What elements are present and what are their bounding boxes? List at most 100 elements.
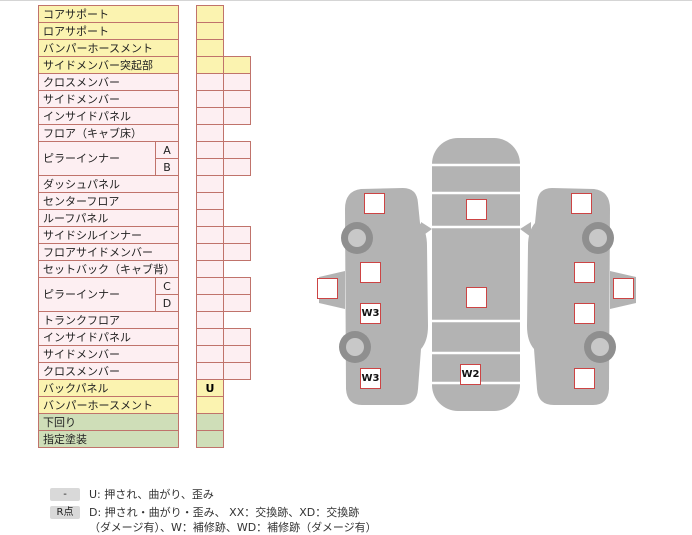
- check-cell[interactable]: [223, 107, 251, 125]
- check-cell[interactable]: [196, 311, 224, 329]
- check-square-left-rear-door[interactable]: W3: [360, 303, 381, 324]
- table-gap: [179, 40, 197, 57]
- part-row: B: [39, 158, 251, 176]
- legend: - U: 押され、曲がり、歪み R点 D: 押され・曲がり・歪み、 XX：交換跡…: [50, 487, 377, 535]
- check-square-left-front-fender[interactable]: [364, 193, 385, 214]
- part-label: バンパーホースメント: [38, 396, 179, 414]
- car-top-body: [432, 138, 520, 411]
- check-cell[interactable]: [223, 277, 251, 295]
- part-label: インサイドパネル: [38, 328, 179, 346]
- check-cell[interactable]: [196, 328, 224, 346]
- part-label: インサイドパネル: [38, 107, 179, 125]
- table-gap: [179, 346, 197, 363]
- check-cell[interactable]: [196, 107, 224, 125]
- check-cell[interactable]: [196, 226, 224, 244]
- blank-cell: [224, 397, 251, 414]
- blank-cell: [224, 414, 251, 431]
- part-row: 下回り: [38, 413, 251, 431]
- check-cell[interactable]: [223, 158, 251, 176]
- check-cell[interactable]: [196, 5, 224, 23]
- part-label: ロアサポート: [38, 22, 179, 40]
- check-cell[interactable]: [196, 141, 224, 159]
- table-gap: [179, 431, 197, 448]
- blank-cell: [224, 431, 251, 448]
- part-row: バンパーホースメント: [38, 39, 251, 57]
- check-cell[interactable]: [196, 209, 224, 227]
- check-square-left-outer[interactable]: [317, 278, 338, 299]
- check-cell[interactable]: [223, 56, 251, 74]
- part-row: クロスメンバー: [38, 362, 251, 380]
- right-mirror-icon: [520, 222, 531, 237]
- part-label: 下回り: [38, 413, 179, 431]
- wheel-hub-icon: [346, 338, 364, 356]
- part-label: ルーフパネル: [38, 209, 179, 227]
- table-gap: [179, 74, 197, 91]
- check-cell[interactable]: [196, 73, 224, 91]
- check-cell[interactable]: [223, 141, 251, 159]
- part-row: セットバック（キャブ背）: [38, 260, 251, 278]
- check-cell[interactable]: [196, 260, 224, 278]
- part-row: ダッシュパネル: [38, 175, 251, 193]
- check-cell[interactable]: [196, 175, 224, 193]
- check-square-center-roof[interactable]: [466, 287, 487, 308]
- table-gap: [179, 108, 197, 125]
- part-row: インサイドパネル: [38, 328, 251, 346]
- check-cell[interactable]: [196, 294, 224, 312]
- blank-cell: [224, 23, 251, 40]
- check-cell[interactable]: [223, 226, 251, 244]
- part-label: クロスメンバー: [38, 362, 179, 380]
- check-cell[interactable]: [223, 294, 251, 312]
- part-row: コアサポート: [38, 5, 251, 23]
- check-cell[interactable]: [223, 328, 251, 346]
- table-gap: [179, 176, 197, 193]
- check-square-right-front-door[interactable]: [574, 262, 595, 283]
- check-cell[interactable]: [223, 345, 251, 363]
- check-cell[interactable]: [196, 90, 224, 108]
- part-label: トランクフロア: [38, 311, 179, 329]
- check-cell[interactable]: [196, 192, 224, 210]
- part-row: サイドメンバー: [38, 90, 251, 108]
- check-cell[interactable]: [223, 362, 251, 380]
- check-cell[interactable]: [196, 22, 224, 40]
- check-square-right-rear-fender[interactable]: [574, 368, 595, 389]
- table-gap: [179, 227, 197, 244]
- check-cell[interactable]: [223, 243, 251, 261]
- check-square-center-hood[interactable]: [466, 199, 487, 220]
- table-gap: [179, 159, 197, 176]
- check-square-right-front-fender[interactable]: [571, 193, 592, 214]
- check-square-center-trunk[interactable]: W2: [460, 364, 481, 385]
- blank-cell: [224, 40, 251, 57]
- check-cell[interactable]: [196, 243, 224, 261]
- check-cell[interactable]: [196, 345, 224, 363]
- wheel-hub-icon: [589, 229, 607, 247]
- wheel-hub-icon: [348, 229, 366, 247]
- check-square-left-rear-fender[interactable]: W3: [360, 368, 381, 389]
- check-cell[interactable]: [196, 56, 224, 74]
- check-square-left-front-door[interactable]: [360, 262, 381, 283]
- wheel-hub-icon: [591, 338, 609, 356]
- check-cell[interactable]: [223, 73, 251, 91]
- part-row: センターフロア: [38, 192, 251, 210]
- check-cell[interactable]: [196, 158, 224, 176]
- table-gap: [179, 414, 197, 431]
- part-row: フロア（キャブ床）: [38, 124, 251, 142]
- check-cell[interactable]: [196, 413, 224, 431]
- part-row: インサイドパネル: [38, 107, 251, 125]
- check-cell[interactable]: [196, 396, 224, 414]
- check-square-right-outer[interactable]: [613, 278, 634, 299]
- check-cell[interactable]: [196, 39, 224, 57]
- check-cell[interactable]: [223, 90, 251, 108]
- blank-cell: [224, 125, 251, 142]
- check-cell[interactable]: [196, 430, 224, 448]
- check-cell[interactable]: [196, 362, 224, 380]
- part-label: ダッシュパネル: [38, 175, 179, 193]
- check-cell[interactable]: [196, 124, 224, 142]
- table-gap: [179, 261, 197, 278]
- check-cell[interactable]: U: [196, 379, 224, 397]
- check-square-right-rear-door[interactable]: [574, 303, 595, 324]
- check-cell[interactable]: [196, 277, 224, 295]
- table-gap: [179, 91, 197, 108]
- blank-cell: [224, 176, 251, 193]
